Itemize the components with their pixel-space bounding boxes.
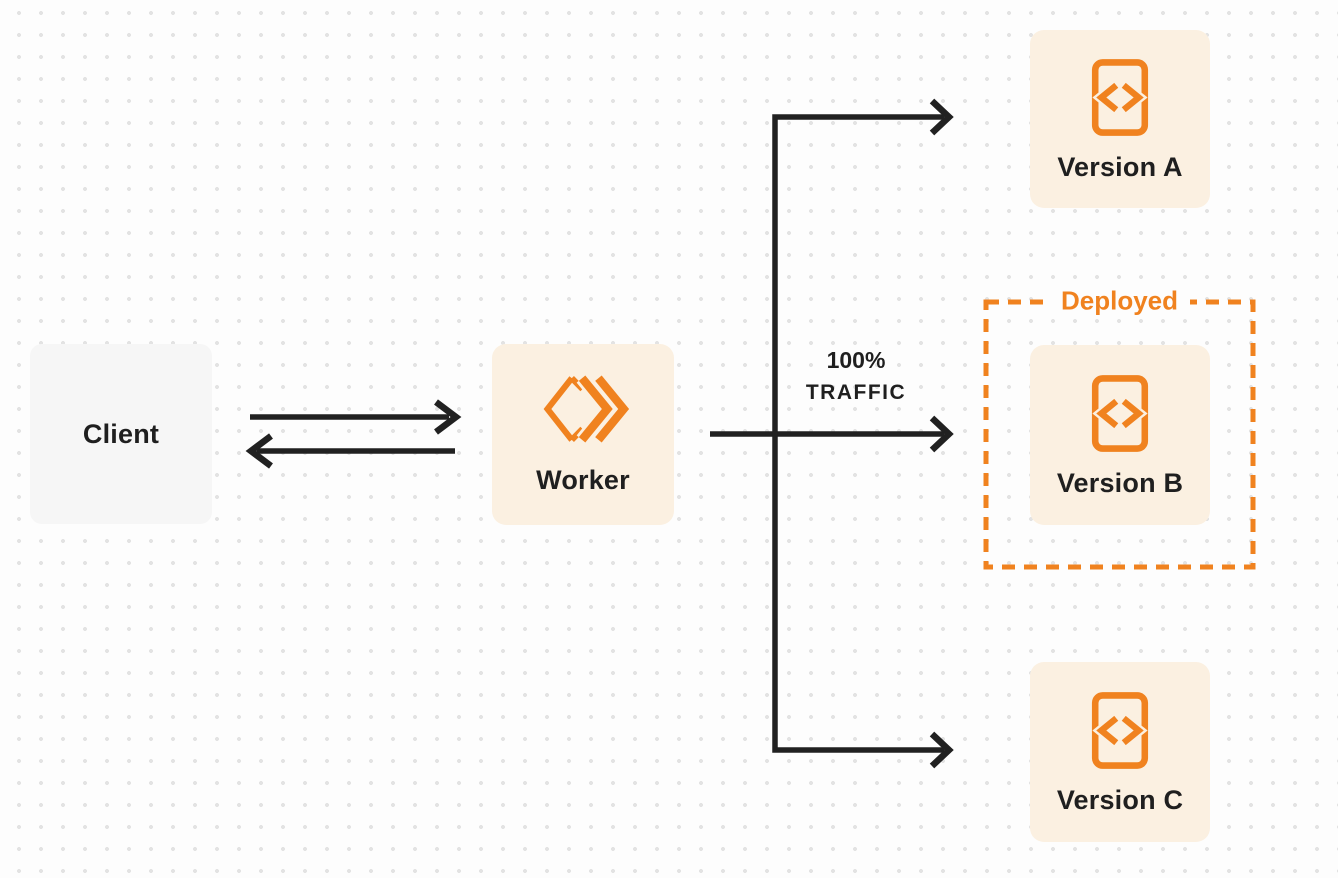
traffic-word-label: TRAFFIC <box>805 381 907 404</box>
worker-label: Worker <box>536 465 630 495</box>
version-b-node: Version B <box>1030 345 1210 525</box>
code-file-icon <box>1091 58 1149 136</box>
client-label: Client <box>82 418 160 449</box>
traffic-arrow-head <box>929 415 954 453</box>
traffic-annotation: 100% TRAFFIC <box>776 347 936 404</box>
code-file-icon <box>1091 374 1149 452</box>
traffic-percent-label: 100% <box>826 347 886 373</box>
version-b-label: Version B <box>1056 467 1184 498</box>
response-arrow-head <box>245 433 273 469</box>
version-a-arrow-head <box>929 98 954 136</box>
code-file-icon <box>1091 691 1149 769</box>
request-arrow-head <box>434 399 462 435</box>
worker-node: Worker <box>492 344 674 525</box>
version-a-branch-line <box>772 114 944 434</box>
double-chevron-diamond-icon <box>543 373 633 445</box>
version-a-node: Version A <box>1030 30 1210 208</box>
version-c-node: Version C <box>1030 662 1210 842</box>
version-c-label: Version C <box>1056 784 1184 815</box>
version-c-arrow-head <box>929 731 954 769</box>
version-a-label: Version A <box>1057 151 1183 182</box>
version-c-branch-line <box>772 434 944 753</box>
client-node: Client <box>30 344 212 524</box>
